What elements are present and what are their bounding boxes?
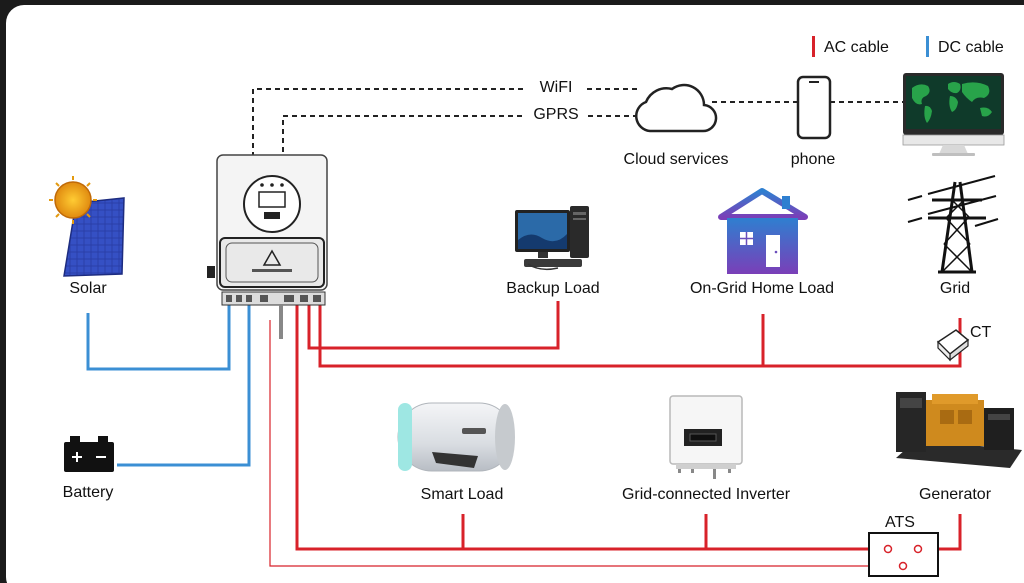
ac-cable-backup (307, 301, 560, 350)
hybrid-inverter-icon (207, 154, 328, 339)
diagram-background (6, 5, 1024, 583)
dc-cable-battery (117, 305, 251, 467)
desktop-computer-icon (515, 206, 589, 271)
gprs-link-line (282, 115, 524, 152)
ac-legend-label: AC cable (824, 39, 889, 56)
diesel-generator-icon (896, 392, 1022, 468)
gprs-link-label: GPRS (533, 106, 579, 123)
grid-label: Grid (939, 280, 971, 297)
water-heater-icon (397, 402, 515, 472)
comm-links (252, 88, 903, 157)
backup-load-label: Backup Load (506, 280, 600, 297)
solar-panel-with-sun-icon (49, 176, 125, 277)
home-load-label: On-Grid Home Load (689, 280, 835, 297)
cloud-icon (635, 83, 718, 133)
dc-legend-swatch (926, 36, 929, 57)
ac-legend-swatch (812, 36, 815, 57)
ct-label: CT (970, 324, 992, 341)
ac-cable-thin (269, 320, 869, 567)
generator-label: Generator (918, 486, 992, 503)
ac-cable-generator (930, 514, 962, 551)
grid-inverter-icon (669, 395, 743, 479)
grid-inverter-label: Grid-connected Inverter (621, 486, 791, 503)
house-icon (718, 188, 808, 274)
phone-label: phone (790, 151, 836, 168)
battery-label: Battery (62, 484, 114, 501)
dc-cables (86, 305, 251, 467)
cloud-services-label: Cloud services (623, 151, 729, 168)
dc-legend-label: DC cable (938, 39, 1004, 56)
transmission-tower-icon (907, 175, 999, 274)
ats-label: ATS (885, 514, 915, 531)
transfer-switch-icon (868, 532, 939, 577)
wifi-link-label: WiFI (539, 79, 573, 96)
desktop-monitor-world-map-icon (902, 73, 1005, 156)
wifi-link-line (252, 88, 525, 157)
current-transformer-icon (936, 329, 970, 362)
ac-cable-gen-bus (295, 305, 869, 551)
smartphone-icon (796, 75, 832, 140)
battery-icon (64, 436, 114, 472)
solar-label: Solar (69, 280, 107, 297)
smart-load-label: Smart Load (420, 486, 504, 503)
dc-cable-solar (86, 305, 231, 371)
